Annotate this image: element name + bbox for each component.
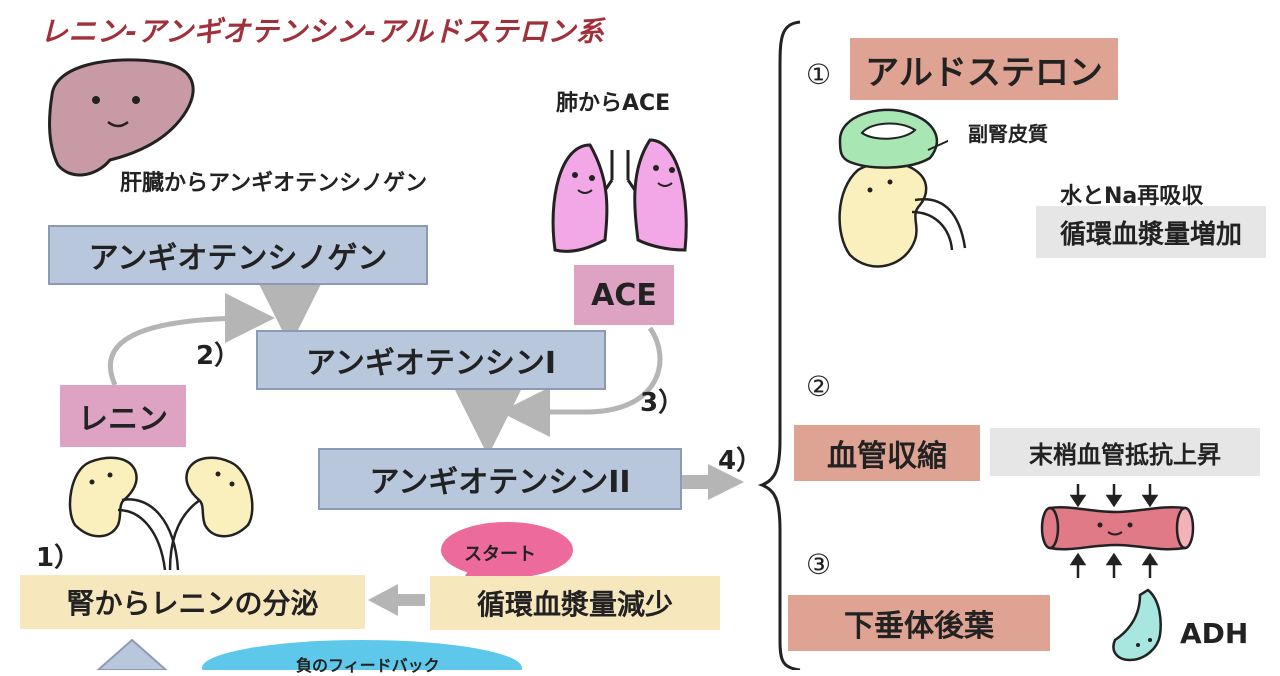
- box-posterior-pituitary: 下垂体後葉: [788, 595, 1050, 651]
- step-3-label: 3）: [640, 388, 685, 418]
- box-angiotensinogen: アンギオテンシノゲン: [48, 225, 428, 285]
- lung-caption: 肺からACE: [556, 91, 671, 116]
- curly-brace: [757, 20, 801, 670]
- pituitary-illustration: [1112, 588, 1162, 662]
- adrenal-cortex-label: 副腎皮質: [948, 115, 1068, 149]
- box-angiotensin-2: アンギオテンシンII: [318, 448, 682, 510]
- blood-volume-increase-label: 循環血漿量増加: [1036, 206, 1266, 258]
- number-2: ②: [806, 370, 832, 403]
- liver-caption: 肝臓からアンギオテンシノゲン: [120, 171, 428, 196]
- box-aldosterone: アルドステロン: [850, 38, 1118, 100]
- feedback-shapes: [96, 638, 522, 670]
- vessel-illustration: [1040, 484, 1195, 578]
- number-3: ③: [806, 548, 832, 581]
- water-na-label: 水とNa再吸収: [1060, 184, 1204, 209]
- number-1: ①: [806, 58, 832, 91]
- adrenal-kidney-illustration: [838, 108, 967, 268]
- start-label: スタート: [464, 544, 536, 565]
- kidney-illustration: [68, 456, 254, 571]
- adh-label: ADH: [1180, 617, 1249, 650]
- step-4-label: 4）: [718, 446, 763, 476]
- box-vasoconstriction: 血管収縮: [794, 425, 980, 481]
- liver-illustration: [48, 58, 195, 177]
- box-ace: ACE: [574, 265, 674, 325]
- flow-arrows: [107, 272, 744, 616]
- box-angiotensin-1: アンギオテンシンI: [256, 330, 606, 390]
- negative-feedback-label: 負のフィードバック: [296, 656, 440, 675]
- box-renin: レニン: [60, 385, 186, 447]
- renin-secretion-label: 腎からレニンの分泌: [20, 575, 365, 629]
- step-1-label: 1）: [36, 543, 81, 573]
- peripheral-resistance-label: 末梢血管抵抗上昇: [990, 428, 1260, 476]
- diagram-title: レニン-アンギオテンシン-アルドステロン系: [40, 15, 605, 48]
- blood-volume-decrease-label: 循環血漿量減少: [430, 576, 720, 630]
- lung-illustration: [551, 138, 688, 253]
- step-2-label: 2）: [196, 341, 241, 371]
